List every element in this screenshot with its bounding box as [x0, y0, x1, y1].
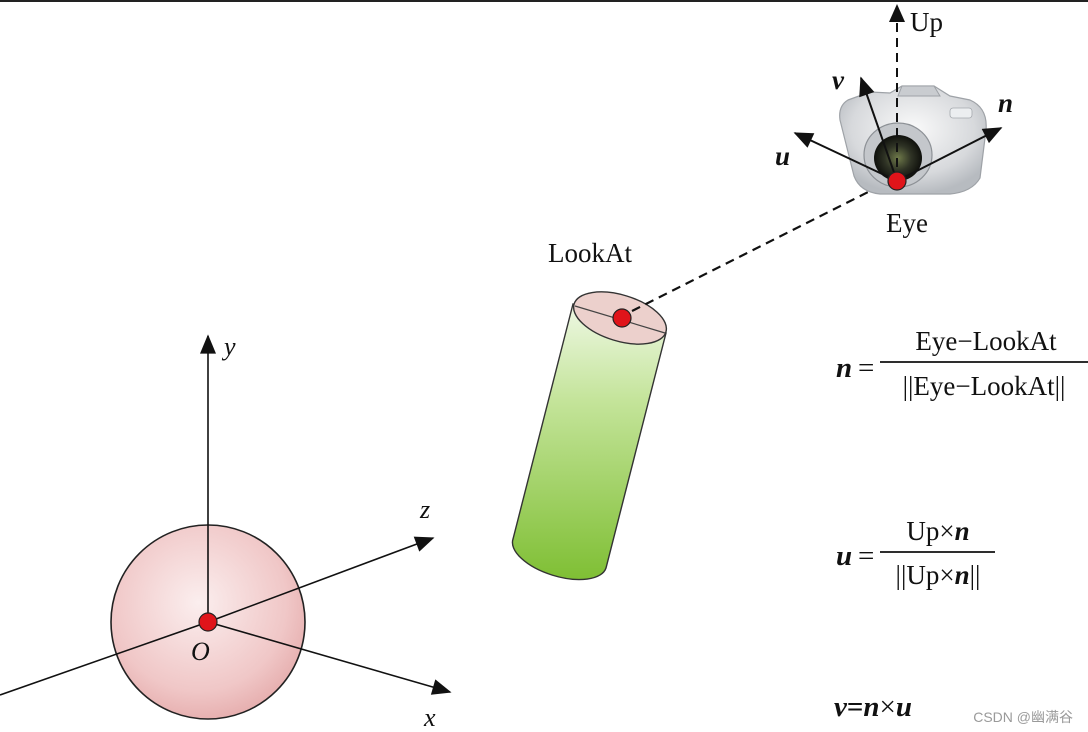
formula-u-numerator: Up×n: [906, 516, 969, 546]
formula-u: u = Up×n ||Up×n||: [836, 516, 995, 590]
eye-label: Eye: [886, 208, 928, 238]
u-label: u: [775, 141, 790, 171]
z-axis-label: z: [419, 495, 430, 524]
up-label: Up: [910, 7, 943, 37]
v-vector: [859, 76, 898, 182]
x-axis-back: [0, 621, 209, 696]
z-axis: [207, 536, 435, 623]
v-label: v: [832, 65, 845, 95]
up-arrowhead: [889, 4, 905, 22]
origin-point: [198, 612, 218, 632]
formula-v: v=n×u: [834, 691, 912, 723]
camera-flash: [949, 107, 973, 119]
formula-n: n = Eye−LookAt ||Eye−LookAt||: [836, 326, 1088, 401]
lookat-cylinder: LookAt: [511, 238, 668, 581]
y-axis-label: y: [221, 332, 236, 361]
formula-n-equals: =: [858, 352, 874, 384]
x-axis-label: x: [423, 703, 436, 732]
n-label: n: [998, 88, 1013, 118]
x-axis: [207, 621, 452, 695]
eye-point: [887, 171, 907, 191]
formula-n-numerator: Eye−LookAt: [915, 326, 1057, 356]
n-vector: [896, 127, 1003, 182]
u-vector: [793, 132, 898, 182]
camera: [839, 85, 987, 195]
lookat-point: [612, 308, 632, 328]
cylinder-body: [511, 303, 667, 581]
formula-u-denominator: ||Up×n||: [896, 560, 981, 590]
formula-n-denominator: ||Eye−LookAt||: [903, 371, 1066, 401]
world-axes: y z x O: [0, 332, 452, 732]
formula-u-lhs: u: [836, 540, 852, 572]
formula-n-lhs: n: [836, 352, 852, 384]
origin-label: O: [191, 637, 210, 666]
formula-u-equals: =: [858, 540, 874, 572]
camera-top-housing: [897, 85, 941, 97]
watermark: CSDN @幽满谷: [973, 709, 1073, 725]
lookat-label: LookAt: [548, 238, 632, 268]
view-direction-line: [631, 181, 889, 312]
